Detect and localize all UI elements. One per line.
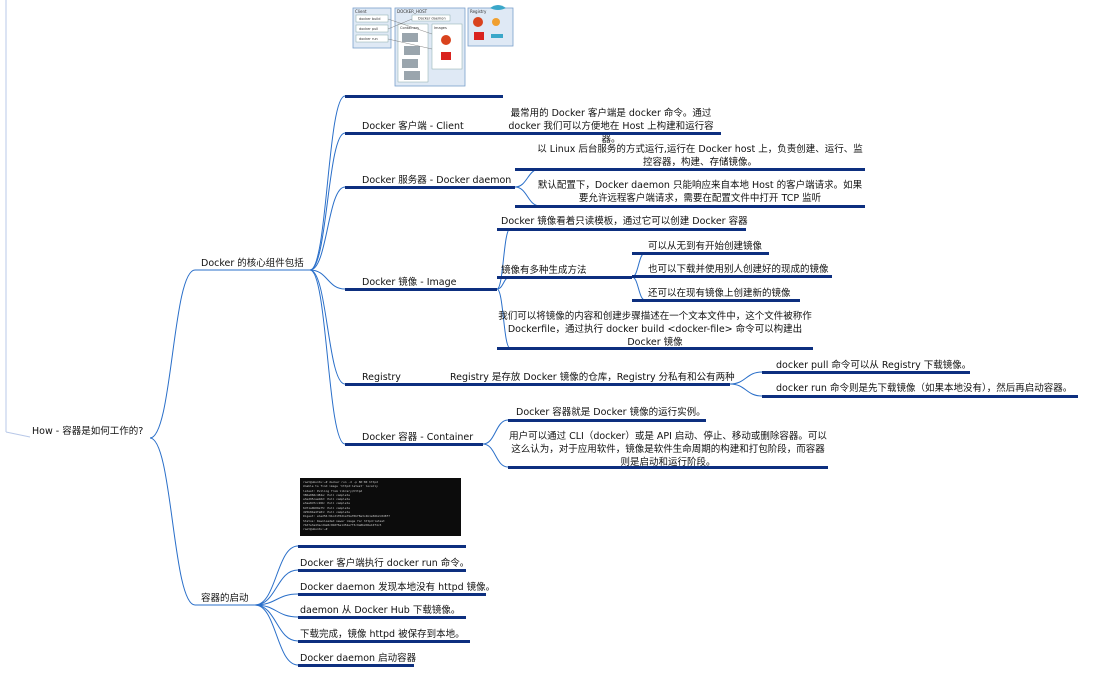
- terminal-line: Status: Downloaded newer image for httpd…: [303, 518, 385, 523]
- terminal-line: Digest: sha256:9bcd1f0d1a79af0bf8a3c4b1e…: [303, 514, 391, 519]
- terminal-line: 386a066cd84a: Pull complete: [303, 492, 350, 497]
- branch-edge: [309, 186, 346, 271]
- node-underline: [632, 299, 800, 302]
- branch-edge: [254, 604, 299, 666]
- node-underline: [762, 395, 1078, 398]
- arch-registry-title: Registry: [470, 9, 487, 14]
- node-underline: [345, 288, 497, 291]
- node-underline: [632, 252, 769, 255]
- startup-step[interactable]: 下载完成，镜像 httpd 被保存到本地。: [300, 629, 465, 640]
- node-underline: [345, 132, 503, 135]
- terminal-line: latest: Pulling from library/httpd: [303, 488, 363, 493]
- node-underline: [298, 569, 466, 572]
- arch-images-title: Images: [434, 26, 447, 30]
- node-underline: [298, 616, 466, 619]
- arch-client-title: Client: [355, 9, 367, 14]
- startup-step[interactable]: Docker daemon 发现本地没有 httpd 镜像。: [300, 582, 496, 593]
- arch-host-title: DOCKER_HOST: [397, 9, 428, 14]
- registry-pull-node[interactable]: docker pull 命令可以从 Registry 下载镜像。: [776, 360, 972, 371]
- branch-edge: [254, 593, 299, 606]
- branch-edge: [254, 569, 299, 606]
- client-node[interactable]: Docker 客户端 - Client: [362, 121, 464, 132]
- node-underline: [445, 383, 730, 386]
- node-underline: [345, 443, 483, 446]
- branch-edge: [149, 437, 196, 606]
- branch-edge: [482, 419, 509, 445]
- arch-cmd-pull: docker pull: [359, 27, 378, 31]
- branch-edge: [309, 269, 346, 385]
- startup-node[interactable]: 容器的启动: [201, 593, 249, 604]
- node-underline: [508, 466, 828, 469]
- startup-step[interactable]: Docker daemon 启动容器: [300, 653, 417, 664]
- arch-cmd-run: docker run: [359, 37, 378, 41]
- client-desc-node[interactable]: 最常用的 Docker 客户端是 docker 命令。通过 docker 我们可…: [508, 108, 714, 145]
- node-underline: [515, 205, 865, 208]
- terminal-line: root@ubuntu:~# docker run -d -p 80:80 ht…: [303, 480, 378, 484]
- terminal-line: Unable to find image 'httpd:latest' loca…: [303, 484, 378, 489]
- node-underline: [298, 593, 486, 596]
- node-underline: [497, 347, 813, 350]
- terminal-line: 74d7e3a43acd4e8c9b0f6a1d52e7f3c9a8b2d6e1…: [303, 522, 382, 527]
- image-node[interactable]: Docker 镜像 - Image: [362, 277, 457, 288]
- image-methods-node[interactable]: 镜像有多种生成方法: [501, 265, 587, 276]
- branch-edge: [482, 443, 509, 468]
- container-desc2-node[interactable]: 用户可以通过 CLI（docker）或是 API 启动、停止、移动或删除容器。可…: [509, 431, 827, 468]
- branch-edge: [254, 545, 299, 606]
- daemon-node[interactable]: Docker 服务器 - Docker daemon: [362, 175, 512, 186]
- arch-containers-title: Containers: [400, 26, 419, 30]
- node-underline: [298, 640, 470, 643]
- node-underline: [345, 95, 503, 98]
- branch-edge: [309, 95, 346, 271]
- daemon-desc2-node[interactable]: 默认配置下，Docker daemon 只能响应来自本地 Host 的客户端请求…: [537, 180, 863, 204]
- node-underline: [632, 275, 832, 278]
- image-desc3-node[interactable]: 我们可以将镜像的内容和创建步骤描述在一个文本文件中，这个文件被称作 Docker…: [498, 311, 812, 348]
- startup-step[interactable]: Docker 客户端执行 docker run 命令。: [300, 558, 470, 569]
- branch-edge: [309, 132, 346, 271]
- container-node[interactable]: Docker 容器 - Container: [362, 432, 474, 443]
- arch-cmd-build: docker build: [359, 17, 381, 21]
- image-method-item[interactable]: 还可以在现有镜像上创建新的镜像: [648, 288, 791, 299]
- terminal-line: 6d71a0b09e75: Pull complete: [303, 505, 350, 510]
- docker-architecture-image: Client docker build docker pull docker r…: [350, 4, 516, 88]
- branch-edge: [309, 269, 346, 445]
- arch-daemon-label: Docker daemon: [418, 17, 446, 21]
- node-underline: [497, 276, 632, 279]
- branch-edge: [729, 371, 763, 385]
- node-underline: [508, 419, 706, 422]
- node-underline: [497, 228, 746, 231]
- terminal-line: root@ubuntu:~#: [303, 527, 328, 532]
- branch-edge: [149, 269, 196, 439]
- image-method-item[interactable]: 可以从无到有开始创建镜像: [648, 241, 763, 252]
- daemon-desc1-node[interactable]: 以 Linux 后台服务的方式运行,运行在 Docker host 上，负责创建…: [537, 144, 863, 168]
- node-underline: [298, 664, 414, 667]
- container-desc1-node[interactable]: Docker 容器就是 Docker 镜像的运行实例。: [516, 407, 706, 418]
- root-edge: [5, 431, 31, 438]
- branch-edge: [631, 252, 646, 278]
- node-underline: [515, 168, 865, 171]
- node-underline: [503, 132, 721, 135]
- terminal-line: a3ed95caeb02: Pull complete: [303, 497, 350, 502]
- registry-node[interactable]: Registry: [362, 372, 401, 383]
- image-method-item[interactable]: 也可以下载并使用别人创建好的现成的镜像: [648, 264, 829, 275]
- branch-edge: [496, 228, 511, 290]
- terminal-screenshot: root@ubuntu:~# docker run -d -p 80:80 ht…: [300, 478, 461, 536]
- branch-edge: [309, 269, 346, 290]
- image-desc1-node[interactable]: Docker 镜像看着只读模板，通过它可以创建 Docker 容器: [501, 216, 748, 227]
- node-underline: [298, 545, 466, 548]
- terminal-line: e3ae8d7cc26b: Pull complete: [303, 501, 350, 506]
- registry-desc-node[interactable]: Registry 是存放 Docker 镜像的仓库，Registry 分私有和公…: [450, 372, 735, 383]
- startup-step[interactable]: daemon 从 Docker Hub 下载镜像。: [300, 605, 461, 616]
- core-components-node[interactable]: Docker 的核心组件包括: [201, 258, 304, 269]
- terminal-line: d25b84a4fa81: Pull complete: [303, 510, 350, 515]
- branch-edge: [729, 383, 763, 397]
- branch-edge: [496, 288, 511, 349]
- node-underline: [345, 186, 515, 189]
- root-node[interactable]: How - 容器是如何工作的?: [32, 426, 144, 437]
- node-underline: [762, 371, 970, 374]
- branch-edge: [631, 276, 646, 301]
- registry-run-node[interactable]: docker run 命令则是先下载镜像（如果本地没有），然后再启动容器。: [776, 383, 1073, 394]
- node-underline: [345, 383, 445, 386]
